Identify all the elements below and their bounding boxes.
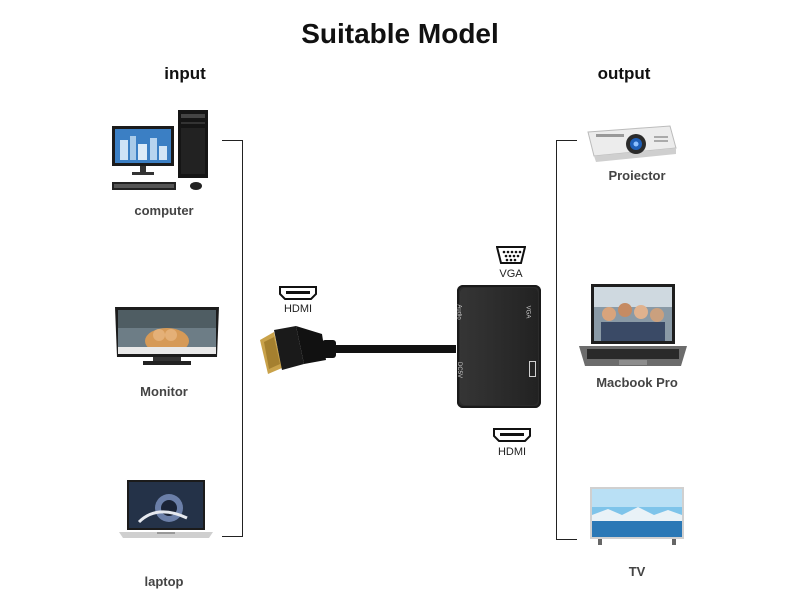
device-label-macbook: Macbook Pro bbox=[596, 375, 678, 390]
port-label-hdmi-input: HDMI bbox=[283, 303, 313, 315]
diagram-title: Suitable Model bbox=[301, 18, 499, 49]
output-heading: output bbox=[597, 64, 651, 83]
adapter-hub-face bbox=[460, 288, 538, 405]
device-label-tv: TV bbox=[628, 564, 646, 579]
vga-port-icon bbox=[496, 246, 526, 264]
input-heading: input bbox=[164, 64, 206, 83]
port-label-vga: VGA bbox=[499, 268, 523, 280]
device-label-projector: Proiector bbox=[608, 168, 666, 183]
projector-icon bbox=[584, 118, 680, 166]
device-label-computer: computer bbox=[134, 203, 194, 218]
hub-label-vga: VGA bbox=[524, 305, 531, 319]
hub-label-dc5v: DC5V bbox=[456, 361, 463, 379]
output-bracket bbox=[556, 140, 577, 540]
desktop-computer-icon bbox=[110, 108, 215, 193]
input-bracket bbox=[222, 140, 243, 537]
port-label-hdmi-output: HDMI bbox=[497, 446, 527, 458]
device-label-monitor: Monitor bbox=[140, 384, 188, 399]
hdmi-port-icon bbox=[279, 286, 317, 300]
tv-icon bbox=[588, 485, 686, 547]
hdmi-out-port-icon bbox=[493, 428, 531, 442]
hdmi-cable bbox=[256, 320, 466, 380]
hub-label-audio: Audio bbox=[455, 304, 462, 320]
device-label-laptop: laptop bbox=[144, 574, 184, 589]
adapter-hub: Audio VGA DC5V bbox=[455, 285, 541, 408]
hub-hdmi-mark bbox=[529, 361, 536, 377]
monitor-icon bbox=[113, 305, 221, 369]
macbook-icon bbox=[577, 282, 689, 372]
laptop-icon bbox=[117, 478, 215, 542]
